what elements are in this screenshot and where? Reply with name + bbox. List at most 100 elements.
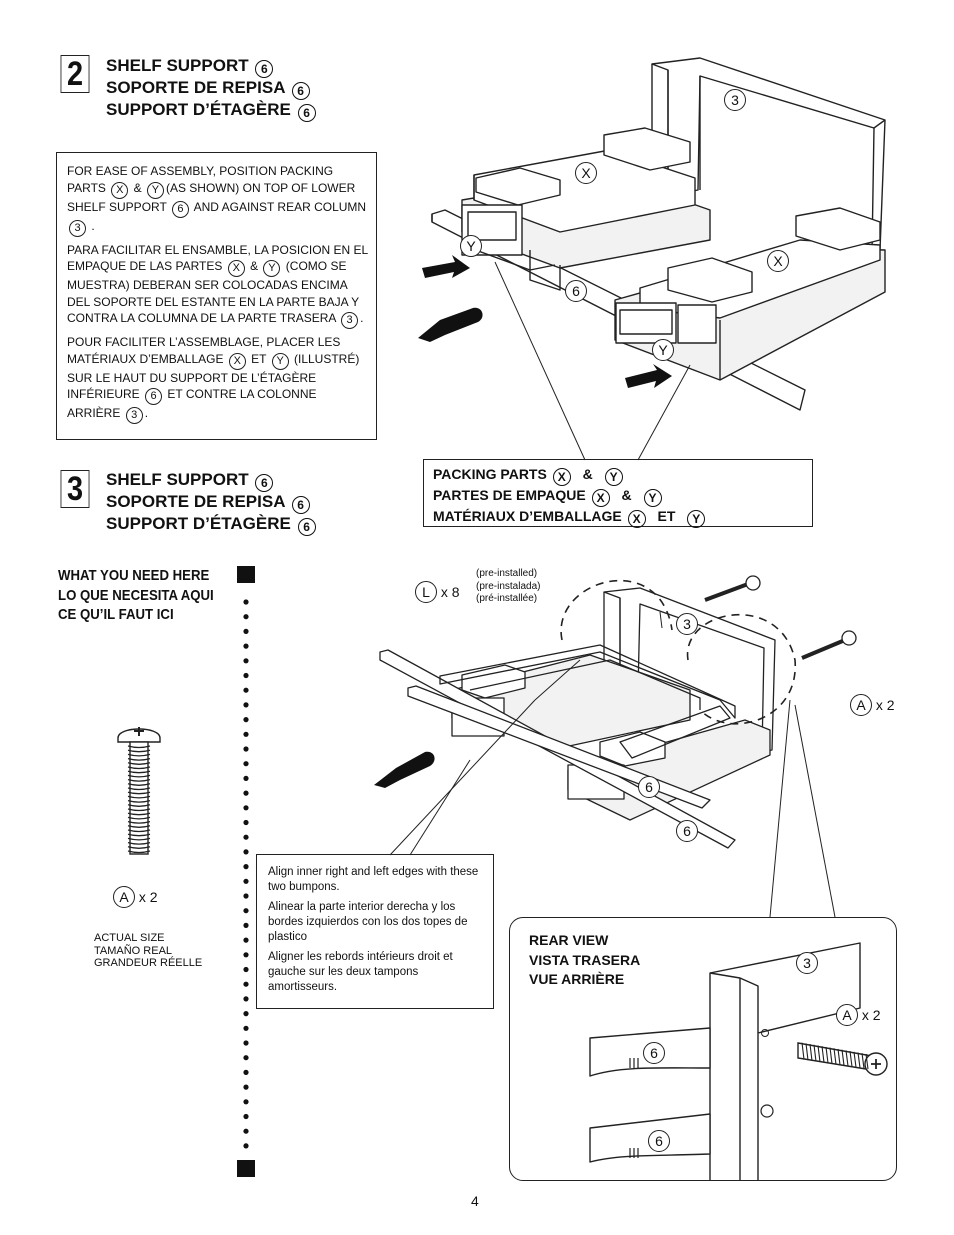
separator-dot (243, 1143, 249, 1149)
rear-label-6b: 6 (648, 1130, 670, 1152)
step3-label-3: 3 (676, 613, 698, 635)
label-x-left: X (575, 162, 597, 184)
separator-dot (243, 805, 249, 811)
separator-dot (243, 966, 249, 973)
rear-view-title: REAR VIEW VISTA TRASERA VUE ARRIÈRE (529, 932, 641, 987)
rear-screw-thread (825, 1046, 829, 1064)
separator-dot (243, 996, 249, 1002)
screw-thread (127, 762, 151, 765)
separator-dot (243, 981, 249, 987)
rear-screw-thread (837, 1048, 841, 1065)
screw-thread (127, 749, 151, 753)
rear-screw-thread (857, 1052, 861, 1068)
separator-dot (243, 1128, 249, 1134)
actual-size-label: ACTUAL SIZE TAMAÑO REAL GRANDEUR RÉELLE (94, 932, 203, 969)
screw-thread (127, 804, 151, 807)
screw-thread (127, 816, 151, 820)
step3-label-6a: 6 (638, 776, 660, 798)
rear-screw-thread (849, 1051, 853, 1067)
separator-dot (243, 790, 249, 796)
note-es: PARA FACILITAR EL ENSAMBLE, LA POSICION … (67, 242, 368, 329)
rear-screw-thread (813, 1044, 817, 1062)
separator-dot (243, 952, 249, 958)
separator-dot (243, 922, 249, 929)
step3-screw-a: A x 2 (850, 694, 895, 716)
separator-dot (243, 893, 249, 899)
separator-dot (243, 775, 249, 782)
rear-screw-thread (829, 1047, 833, 1064)
screw-thread (127, 778, 151, 782)
screw-thread (127, 829, 151, 833)
rear-screw-thread (853, 1051, 857, 1068)
label-x-right: X (767, 250, 789, 272)
label-y-right: Y (652, 339, 674, 361)
screw-thread (127, 766, 151, 770)
separator-dot (243, 1040, 249, 1046)
screw-thread (127, 833, 151, 837)
separator-dot (243, 1099, 249, 1105)
screw-thread (127, 837, 151, 841)
note-fr: POUR FACILITER L’ASSEMBLAGE, PLACER LES … (67, 334, 368, 424)
separator-dot (243, 908, 249, 914)
separator-dot (243, 658, 249, 664)
separator-dot (243, 864, 249, 870)
label-y-left: Y (460, 235, 482, 257)
rear-label-3: 3 (796, 952, 818, 974)
step3-label-6b: 6 (676, 820, 698, 842)
screw-thread (127, 795, 151, 799)
rear-screw-thread (845, 1050, 849, 1067)
rear-screw-thread (809, 1044, 813, 1061)
screw-thread (127, 825, 151, 828)
screw-thread (127, 791, 151, 795)
rear-view-inset: REAR VIEW VISTA TRASERA VUE ARRIÈRE 3 A … (509, 917, 897, 1181)
screw-thread (127, 770, 151, 774)
step-2-heading: SHELF SUPPORT 6 SOPORTE DE REPISA 6 SUPP… (106, 56, 318, 122)
label-6-shelf: 6 (565, 280, 587, 302)
separator-dot (243, 1069, 249, 1075)
screw-thread (127, 846, 151, 849)
packing-parts-box: PACKING PARTS X & Y PARTES DE EMPAQUE X … (423, 459, 813, 528)
page-number: 4 (471, 1193, 479, 1209)
separator-dot (243, 599, 249, 605)
rear-view-drawing (589, 942, 888, 1180)
separator-dot (243, 643, 249, 649)
rear-screw-thread (861, 1053, 865, 1069)
rear-screw-thread (817, 1045, 821, 1063)
separator-dot (243, 1113, 249, 1120)
screw-thread (127, 841, 151, 845)
separator-dot (243, 1084, 249, 1090)
screw-thread (127, 799, 151, 803)
note-en: FOR EASE OF ASSEMBLY, POSITION PACKING P… (67, 163, 368, 237)
rear-screw-a: A x 2 (836, 1004, 881, 1026)
separator-dot (243, 1011, 249, 1017)
align-bumpons-note: Align inner right and left edges with th… (256, 854, 494, 1009)
l-qty-label: L x 8 (415, 581, 460, 603)
what-you-need-heading: WHAT YOU NEED HERE LO QUE NECESITA AQUI … (58, 567, 214, 623)
rear-screw-thread (865, 1053, 869, 1070)
rear-screw-thread (801, 1042, 805, 1060)
preinstalled-label: (pre-installed) (pre-instalada) (pré-ins… (476, 568, 541, 604)
separator-dot (243, 1025, 249, 1031)
rear-screw-thread (821, 1046, 825, 1063)
screw-thread (127, 787, 151, 791)
rear-screw-thread (841, 1049, 845, 1066)
screw-thread (127, 745, 151, 749)
label-3-column: 3 (724, 89, 746, 111)
rear-screw-thread (805, 1043, 809, 1061)
screw-thread (127, 757, 151, 761)
separator-dot (243, 1055, 249, 1061)
screw-thread (127, 753, 151, 757)
separator-dot (243, 878, 249, 884)
separator-dot (243, 628, 249, 635)
separator-dot (243, 819, 249, 826)
step-2-note: FOR EASE OF ASSEMBLY, POSITION PACKING P… (56, 152, 377, 440)
separator-dot (243, 937, 249, 943)
separator-dot (243, 849, 249, 855)
separator-dot (243, 731, 249, 737)
screw-thread (127, 774, 151, 778)
separator-dot (243, 687, 249, 693)
screw-thread (127, 808, 151, 812)
separator-dot (243, 834, 249, 840)
separator-dot (243, 717, 249, 723)
separator-dot (243, 614, 249, 620)
